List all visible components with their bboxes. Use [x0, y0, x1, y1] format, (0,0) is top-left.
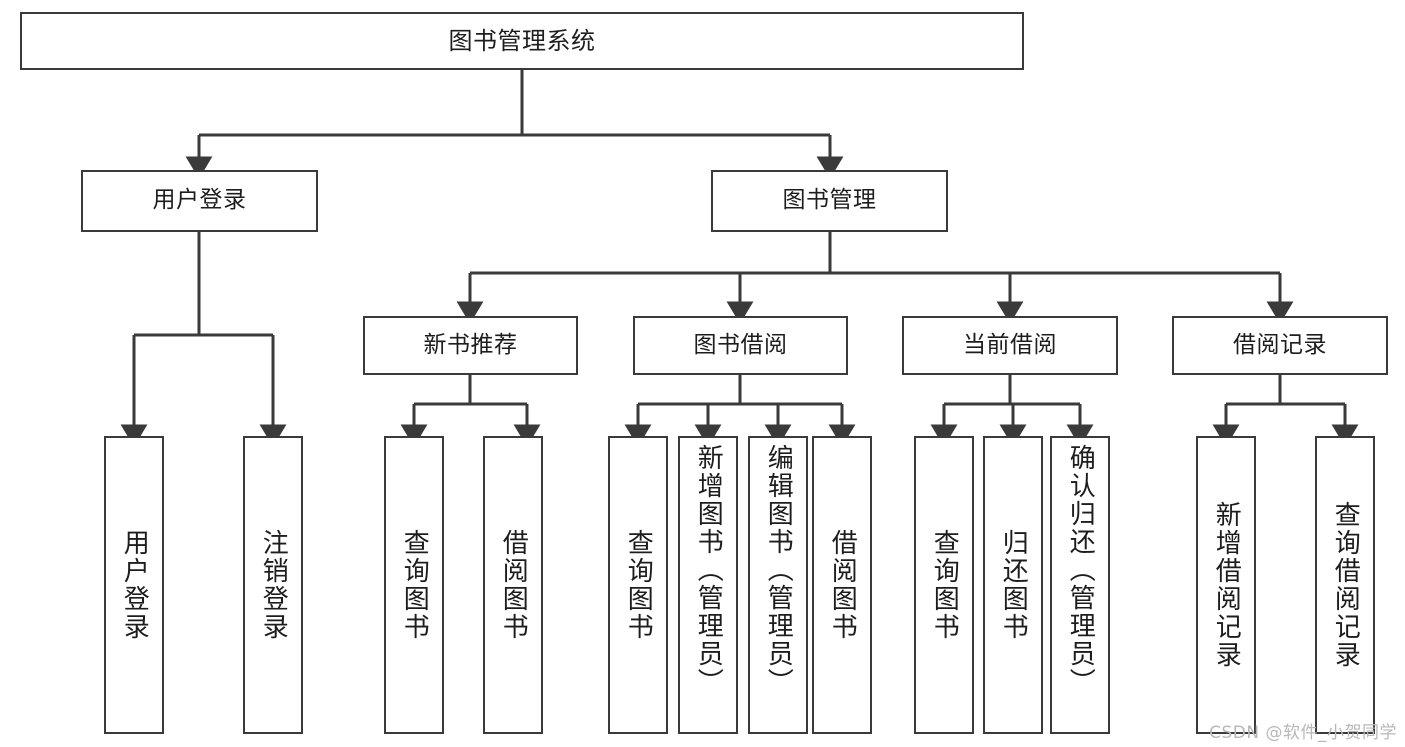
leaf-borrow-edit-book[interactable]: 编辑图书（管理员） — [748, 436, 808, 734]
leaf-borrow-borrow-book-label: 借阅图书 — [827, 529, 858, 641]
leaf-borrow-add-book-label: 新增图书（管理员） — [693, 444, 724, 696]
leaf-borrow-edit-book-label: 编辑图书（管理员） — [763, 444, 794, 696]
leaf-record-query[interactable]: 查询借阅记录 — [1315, 436, 1375, 734]
leaf-borrow-query-book-label: 查询图书 — [623, 529, 654, 641]
leaf-record-add-label: 新增借阅记录 — [1211, 501, 1242, 669]
node-book-borrow-label: 图书借阅 — [693, 331, 788, 358]
node-new-book-recommend[interactable]: 新书推荐 — [363, 316, 578, 375]
leaf-new-book-query[interactable]: 查询图书 — [384, 436, 444, 734]
leaf-user-login-signout-label: 注销登录 — [258, 529, 289, 641]
node-current-borrow-label: 当前借阅 — [963, 331, 1057, 358]
node-book-management[interactable]: 图书管理 — [711, 170, 948, 232]
leaf-borrow-borrow-book[interactable]: 借阅图书 — [812, 436, 872, 734]
leaf-current-query-book-label: 查询图书 — [929, 529, 960, 641]
leaf-user-login-signout[interactable]: 注销登录 — [243, 436, 303, 734]
leaf-new-book-borrow[interactable]: 借阅图书 — [483, 436, 543, 734]
leaf-current-confirm-return-label: 确认归还（管理员） — [1065, 444, 1096, 696]
node-current-borrow[interactable]: 当前借阅 — [902, 316, 1118, 375]
node-borrow-record-label: 借阅记录 — [1233, 331, 1327, 358]
node-root-label: 图书管理系统 — [448, 26, 596, 55]
node-user-login-label: 用户登录 — [152, 187, 247, 214]
leaf-current-query-book[interactable]: 查询图书 — [914, 436, 974, 734]
leaf-new-book-query-label: 查询图书 — [399, 529, 430, 641]
leaf-current-return-book-label: 归还图书 — [998, 529, 1029, 641]
leaf-record-add[interactable]: 新增借阅记录 — [1196, 436, 1256, 734]
node-book-borrow[interactable]: 图书借阅 — [633, 316, 848, 375]
leaf-current-confirm-return[interactable]: 确认归还（管理员） — [1050, 436, 1110, 734]
leaf-borrow-add-book[interactable]: 新增图书（管理员） — [678, 436, 738, 734]
watermark: CSDN @软件_小贺同学 — [1209, 723, 1397, 743]
node-new-book-recommend-label: 新书推荐 — [423, 331, 518, 358]
leaf-borrow-query-book[interactable]: 查询图书 — [608, 436, 668, 734]
leaf-new-book-borrow-label: 借阅图书 — [498, 529, 529, 641]
node-user-login[interactable]: 用户登录 — [81, 170, 318, 232]
leaf-current-return-book[interactable]: 归还图书 — [983, 436, 1043, 734]
leaf-user-login-signin[interactable]: 用户登录 — [104, 436, 164, 734]
node-book-management-label: 图书管理 — [782, 187, 877, 214]
leaf-record-query-label: 查询借阅记录 — [1330, 501, 1361, 669]
leaf-user-login-signin-label: 用户登录 — [119, 529, 150, 641]
node-borrow-record[interactable]: 借阅记录 — [1172, 316, 1388, 375]
node-root[interactable]: 图书管理系统 — [20, 12, 1024, 70]
